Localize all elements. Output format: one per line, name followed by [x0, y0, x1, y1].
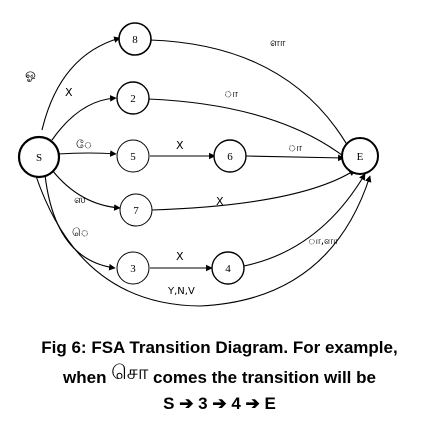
edge-label-S-8: ஓ: [25, 67, 36, 82]
edge-label-7-E: X: [216, 195, 224, 208]
edge-label-5-6: X: [176, 139, 184, 152]
state-label-S: S: [36, 152, 42, 164]
edge-S-E: [35, 175, 372, 307]
edge-S-2: [51, 95, 117, 141]
fsa-transition-diagram: ஓ ளா X ா ே X ா ஸ X ெ X ா,ளா Y,N,V S 8 2 …: [17, 22, 379, 307]
state-4: [211, 251, 245, 285]
edge-label-S-5: ே: [76, 138, 92, 151]
edge-label-S-2: X: [65, 86, 73, 99]
edge-4-E: [243, 173, 366, 267]
state-5: [116, 139, 150, 173]
edge-7-E: [151, 169, 356, 211]
state-6: [213, 139, 247, 173]
figure-caption-line-3: S ➔ 3 ➔ 4 ➔ E: [163, 394, 276, 413]
state-8: [118, 22, 152, 56]
figure-caption-line-1: Fig 6: FSA Transition Diagram. For examp…: [41, 338, 398, 357]
edge-label-S-7: ஸ: [74, 193, 86, 206]
state-label-7: 7: [133, 205, 139, 217]
edge-S-7: [51, 169, 121, 211]
caption-tamil-word: சொ: [111, 362, 149, 384]
state-3: [116, 251, 150, 285]
state-S: [17, 135, 61, 179]
edge-2-E: [147, 98, 361, 171]
state-2: [116, 81, 150, 115]
edge-label-4-E: ா,ளா: [308, 236, 339, 247]
state-label-4: 4: [225, 263, 231, 275]
edge-8-E: [149, 39, 359, 166]
caption-transition-text: comes the transition will be: [153, 368, 376, 387]
state-label-E: E: [357, 151, 364, 163]
state-label-8: 8: [132, 34, 138, 46]
edge-label-S-E: Y,N,V: [167, 286, 195, 297]
state-7: [119, 193, 153, 227]
edge-label-2-E: ா: [224, 87, 238, 100]
figure-caption-line-2: when சொ comes the transition will be: [0, 362, 439, 391]
state-label-6: 6: [227, 151, 233, 163]
edge-S-8: [41, 36, 121, 131]
state-label-3: 3: [130, 263, 136, 275]
edge-S-5: [57, 150, 117, 157]
edge-6-E: [245, 154, 345, 162]
caption-when: when: [63, 368, 107, 387]
edge-label-6-E: ா: [288, 141, 302, 154]
state-E: [341, 137, 379, 175]
edge-label-8-E: ளா: [270, 36, 286, 49]
edge-label-S-3: ெ: [72, 226, 89, 239]
state-label-2: 2: [130, 93, 136, 105]
edge-S-3: [44, 174, 116, 271]
state-label-5: 5: [130, 151, 136, 163]
edge-label-3-4: X: [176, 250, 184, 263]
